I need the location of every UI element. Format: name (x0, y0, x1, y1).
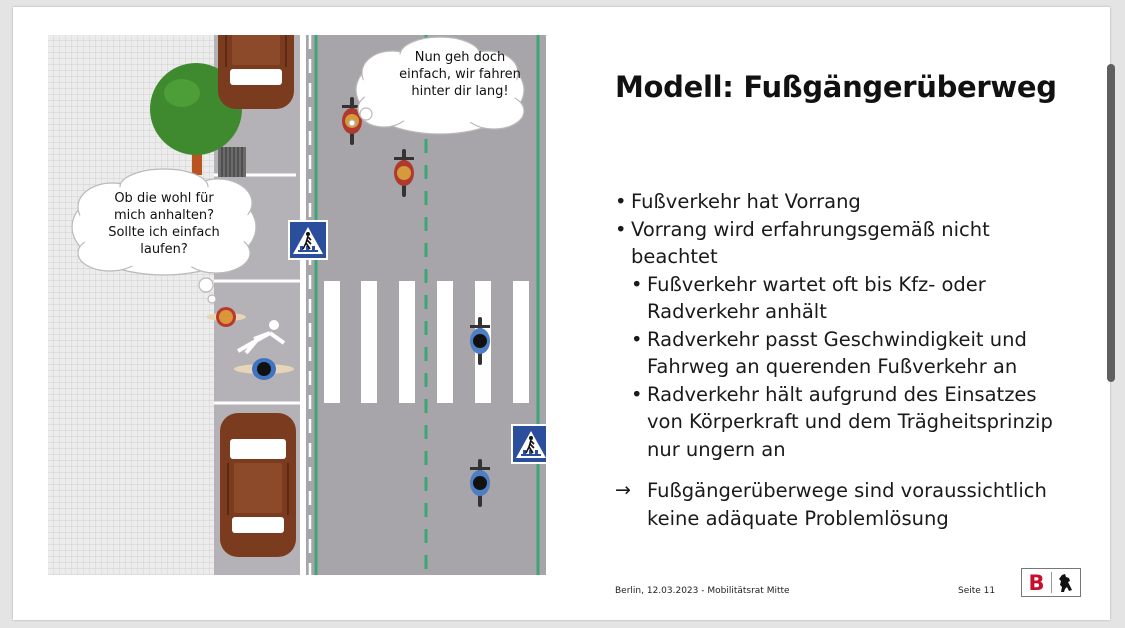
footer-page-number: Seite 11 (958, 586, 996, 596)
footer-date-event: Berlin, 12.03.2023 - Mobilitätsrat Mitte (615, 586, 790, 596)
bullet-list: Fußverkehr hat Vorrang Vorrang wird erfa… (615, 188, 1055, 532)
berlin-logo: B (1021, 568, 1081, 597)
bubble-line: laufen? (140, 242, 188, 257)
bubble-line: mich anhalten? (113, 208, 215, 223)
bubble-line: hinter dir lang! (411, 84, 509, 99)
logo-letter: B (1028, 570, 1045, 595)
logo-divider (1051, 572, 1052, 593)
pedestrian-waiting (206, 307, 246, 327)
bubble-text-pedestrian: Ob die wohl für mich anhalten? Sollte ic… (84, 190, 244, 258)
pedestrian-crossing-sign-icon (510, 423, 546, 465)
pedestrian-crossing (234, 358, 294, 380)
berlin-bear-icon (1052, 569, 1080, 596)
bubble-line: einfach, wir fahren (399, 67, 521, 82)
pedestrian-marking (237, 320, 286, 355)
conclusion-item: Fußgängerüberwege sind voraussichtlich k… (615, 477, 1055, 532)
car-parked-bottom (219, 412, 297, 558)
pedestrian-crossing-sign-icon (287, 219, 329, 261)
sub-bullet-item: Fußverkehr wartet oft bis Kfz- oder Radv… (631, 271, 1055, 326)
bubble-text-cyclist: Nun geh doch einfach, wir fahren hinter … (380, 49, 540, 100)
vertical-scrollbar[interactable] (1107, 64, 1115, 382)
car-parked-top (217, 35, 295, 110)
sub-bullet-item: Radverkehr hält aufgrund des Einsatzes v… (631, 381, 1055, 464)
bullet-item: Fußverkehr hat Vorrang (615, 188, 1055, 216)
slide-title: Modell: Fußgängerüberweg (615, 70, 1057, 104)
bubble-line: Nun geh doch (414, 50, 506, 65)
bullet-item: Vorrang wird erfahrungsgemäß nicht beach… (615, 216, 1055, 271)
bubble-line: Ob die wohl für (114, 191, 214, 206)
bubble-line: Sollte ich einfach (108, 225, 220, 240)
sub-bullet-item: Radverkehr passt Geschwindigkeit und Fah… (631, 326, 1055, 381)
crosswalk-illustration (48, 35, 546, 575)
